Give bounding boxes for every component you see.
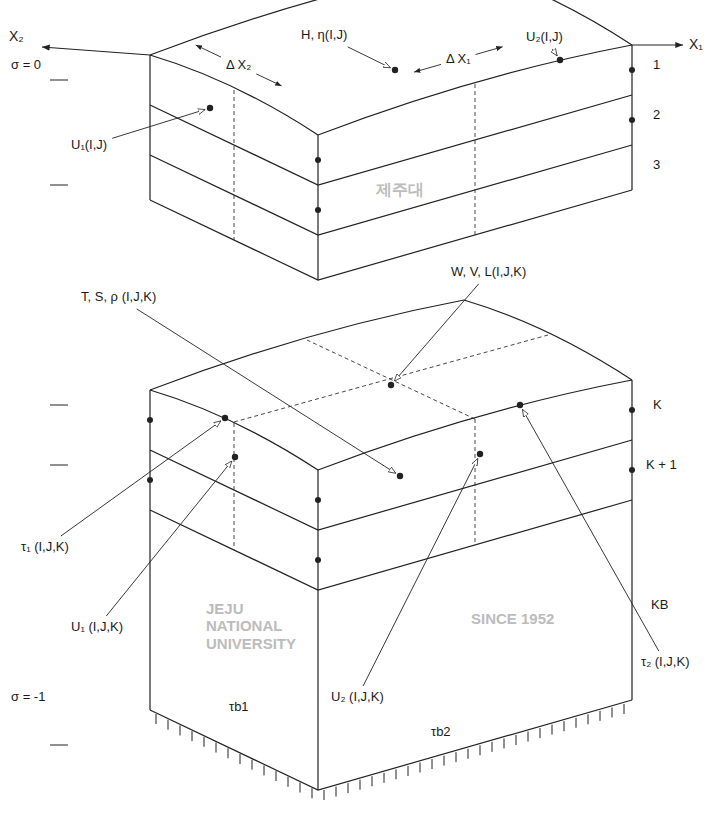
leader-line bbox=[61, 421, 221, 536]
bottom-edge bbox=[150, 700, 632, 790]
layer-surface-edge bbox=[464, 300, 632, 380]
grid-point bbox=[629, 67, 635, 73]
bottom-stress-label: τb2 bbox=[430, 725, 452, 740]
grid-point bbox=[629, 467, 635, 473]
variable-label: U₂(I,J) bbox=[525, 30, 564, 45]
grid-point bbox=[315, 497, 321, 503]
sigma-layer-line bbox=[150, 95, 632, 185]
sigma-layer-line bbox=[150, 440, 632, 530]
cell-dashed-lines bbox=[234, 335, 548, 550]
layer-number: 3 bbox=[652, 158, 661, 173]
layer-index: K + 1 bbox=[645, 458, 678, 473]
layer-index: KB bbox=[650, 598, 669, 613]
grid-point bbox=[397, 473, 403, 479]
lower-block bbox=[150, 300, 632, 790]
watermark: SINCE 1952 bbox=[470, 610, 555, 627]
leader-line bbox=[348, 47, 391, 68]
grid-point bbox=[232, 454, 238, 460]
sigma-label: σ = -1 bbox=[10, 690, 46, 705]
grid-point bbox=[517, 402, 523, 408]
dimension-arrow bbox=[256, 74, 281, 86]
x1-axis-arrow bbox=[632, 44, 683, 45]
block-edge bbox=[150, 380, 632, 790]
dashed-line bbox=[234, 335, 548, 422]
cell-dashed-lines bbox=[234, 84, 475, 240]
dimension-arrow bbox=[196, 45, 221, 57]
grid-point bbox=[477, 451, 483, 457]
grid-point bbox=[392, 67, 398, 73]
dimension-arrow bbox=[414, 64, 441, 72]
grid-point bbox=[147, 417, 153, 423]
leader-line bbox=[394, 284, 478, 381]
sigma-layer-line bbox=[150, 145, 632, 235]
surface-edge bbox=[150, 55, 318, 135]
seabed-hatching bbox=[156, 704, 624, 800]
sigma-layer-line bbox=[150, 500, 632, 590]
dimension-label: Δ X₂ bbox=[225, 58, 252, 73]
variable-label: T, S, ρ (I,J,K) bbox=[80, 290, 157, 305]
stress-label: τ₁ (I,J,K) bbox=[20, 540, 70, 555]
grid-point bbox=[629, 117, 635, 123]
grid-point bbox=[222, 415, 228, 421]
dashed-line bbox=[234, 423, 235, 550]
axis-label: X₁ bbox=[688, 36, 704, 52]
variable-label: U₂ (I,J,K) bbox=[330, 690, 385, 705]
layer-surface-edge bbox=[150, 300, 464, 390]
leader-line bbox=[106, 461, 232, 616]
dashed-line bbox=[307, 340, 475, 419]
dashed-line bbox=[234, 90, 235, 240]
surface-edge bbox=[150, 0, 464, 55]
variable-label: W, V, L(I,J,K) bbox=[450, 265, 527, 280]
leader-line bbox=[112, 110, 205, 139]
variable-label: U₁ (I,J,K) bbox=[70, 620, 124, 635]
grid-point bbox=[629, 407, 635, 413]
sigma-layer-line bbox=[150, 190, 632, 280]
variable-label: H, η(I,J) bbox=[300, 28, 348, 43]
variable-label: U₁(I,J) bbox=[70, 138, 108, 153]
leader-line bbox=[137, 309, 396, 473]
axis-label: X₂ bbox=[8, 28, 25, 44]
grid-point bbox=[315, 557, 321, 563]
grid-point bbox=[207, 105, 213, 111]
bottom-stress-label: τb1 bbox=[228, 700, 250, 715]
dimension-label: Δ X₁ bbox=[445, 52, 472, 67]
grid-point bbox=[388, 382, 394, 388]
upper-block bbox=[150, 0, 632, 280]
grid-points bbox=[147, 67, 635, 563]
leader-line bbox=[552, 49, 557, 56]
dashed-line bbox=[475, 84, 476, 235]
x2-axis-arrow bbox=[42, 47, 150, 55]
continuation-tick bbox=[50, 80, 68, 745]
watermark: 제주대 bbox=[375, 181, 425, 199]
leader-line bbox=[363, 459, 478, 687]
grid-point bbox=[557, 57, 563, 63]
sigma-label: σ = 0 bbox=[10, 58, 42, 73]
watermark: JEJU NATIONAL UNIVERSITY bbox=[205, 600, 312, 652]
surface-edge bbox=[464, 0, 632, 45]
grid-point bbox=[315, 157, 321, 163]
dashed-line bbox=[475, 419, 476, 545]
layer-number: 1 bbox=[652, 58, 661, 73]
grid-point bbox=[147, 477, 153, 483]
stress-label: τ₂ (I,J,K) bbox=[640, 655, 690, 670]
dimension-arrow bbox=[476, 47, 503, 55]
block-edge bbox=[150, 45, 632, 280]
layer-number: 2 bbox=[652, 108, 661, 123]
layer-index: K bbox=[652, 398, 663, 413]
grid-point bbox=[315, 207, 321, 213]
